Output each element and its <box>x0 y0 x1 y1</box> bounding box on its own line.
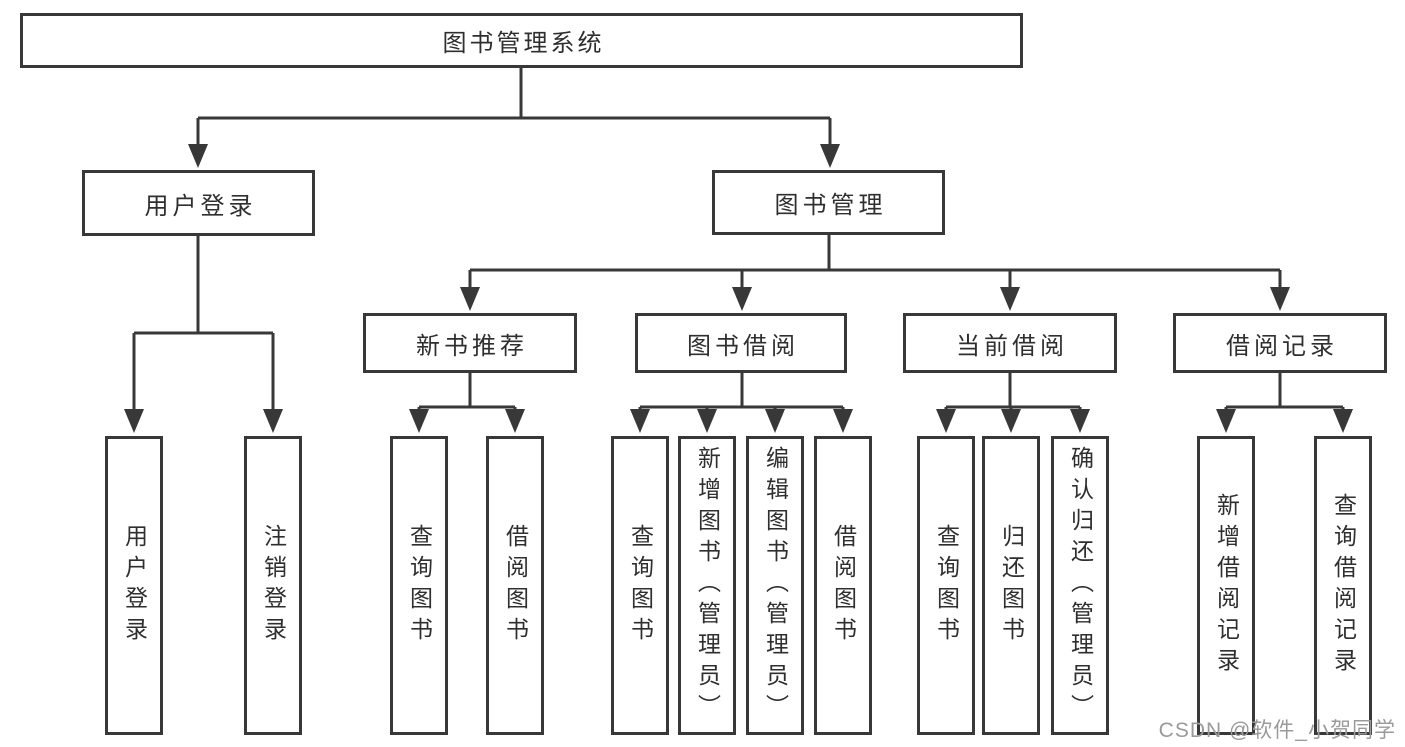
node-label: 新书推荐 <box>416 332 528 360</box>
leaf-edit-books-admin: 编辑图书（管理员） <box>746 436 804 735</box>
node-label: 编辑图书（管理员） <box>762 446 789 725</box>
node-label: 查询图书 <box>406 523 433 648</box>
leaf-borrow-books-2: 借阅图书 <box>814 436 872 735</box>
node-label: 确认归还（管理员） <box>1067 446 1094 725</box>
leaf-return-books: 归还图书 <box>982 436 1040 735</box>
node-label: 查询借阅记录 <box>1330 492 1357 679</box>
node-label: 图书管理系统 <box>442 30 605 57</box>
leaf-query-books-1: 查询图书 <box>390 436 448 735</box>
node-label: 注销登录 <box>260 523 287 648</box>
node-label: 用户登录 <box>121 523 148 648</box>
leaf-logout: 注销登录 <box>244 436 302 735</box>
leaf-user-login: 用户登录 <box>105 436 163 735</box>
node-label: 借阅图书 <box>830 523 857 648</box>
node-library-system: 图书管理系统 <box>20 13 1023 68</box>
node-borrowing-records: 借阅记录 <box>1173 313 1387 373</box>
node-label: 借阅记录 <box>1226 332 1338 360</box>
node-book-borrowing: 图书借阅 <box>635 313 847 373</box>
leaf-add-borrow-record: 新增借阅记录 <box>1197 436 1255 735</box>
node-user-login: 用户登录 <box>82 170 315 236</box>
leaf-confirm-return-admin: 确认归还（管理员） <box>1051 436 1109 735</box>
node-label: 查询图书 <box>933 523 960 648</box>
leaf-query-books-2: 查询图书 <box>611 436 669 735</box>
node-label: 新增图书（管理员） <box>694 446 721 725</box>
node-current-borrowing: 当前借阅 <box>903 313 1117 373</box>
leaf-add-books-admin: 新增图书（管理员） <box>678 436 736 735</box>
node-label: 归还图书 <box>998 523 1025 648</box>
node-label: 图书管理 <box>774 192 887 219</box>
node-book-management: 图书管理 <box>712 170 945 235</box>
node-label: 查询图书 <box>627 523 654 648</box>
node-label: 借阅图书 <box>502 523 529 648</box>
leaf-query-books-3: 查询图书 <box>917 436 975 735</box>
leaf-borrow-books-1: 借阅图书 <box>486 436 544 735</box>
node-label: 新增借阅记录 <box>1213 492 1240 679</box>
node-label: 用户登录 <box>144 192 257 220</box>
node-label: 当前借阅 <box>956 332 1068 360</box>
leaf-query-borrow-record: 查询借阅记录 <box>1314 436 1372 735</box>
node-new-book-recommendation: 新书推荐 <box>363 313 577 373</box>
watermark: CSDN @软件_小贺同学 <box>1158 719 1396 742</box>
node-label: 图书借阅 <box>687 332 799 360</box>
